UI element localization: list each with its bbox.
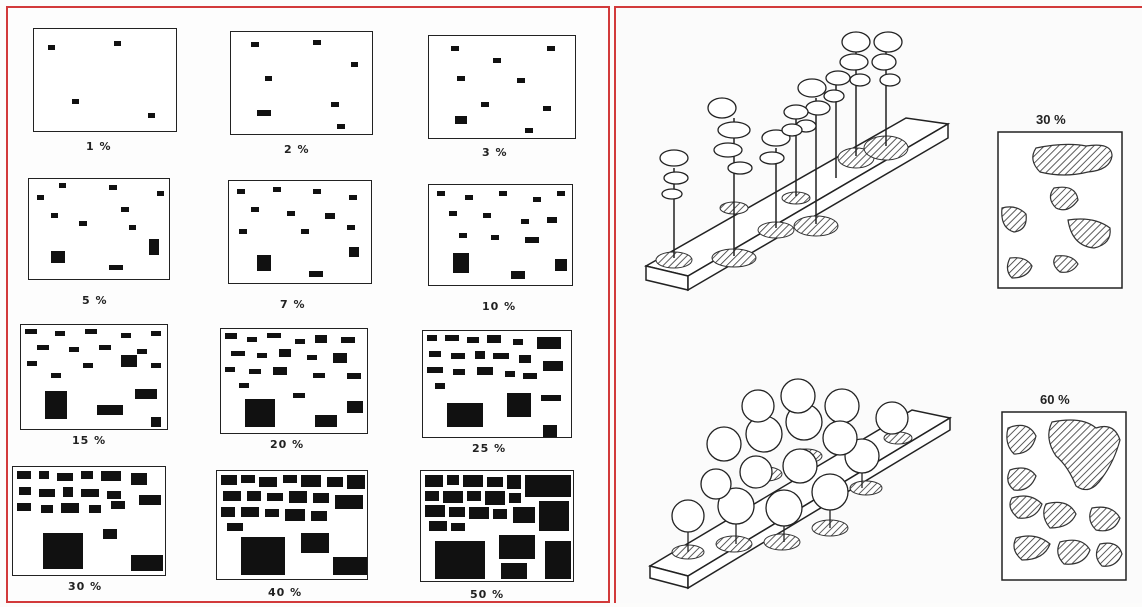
cover-label-3: 3 % bbox=[482, 146, 508, 159]
cover-card-30 bbox=[12, 466, 166, 576]
cover-card-25 bbox=[422, 330, 572, 438]
cover-card-40 bbox=[216, 470, 368, 580]
cover-card-15 bbox=[20, 324, 168, 430]
cover-label-5: 5 % bbox=[82, 294, 108, 307]
cover-label-30: 30 % bbox=[68, 580, 102, 593]
cover-label-25: 25 % bbox=[472, 442, 506, 455]
cover-card-2 bbox=[230, 31, 373, 135]
forest-cover-panel: 30 % bbox=[614, 6, 1142, 603]
cover-label-2: 2 % bbox=[284, 143, 310, 156]
cover-card-20 bbox=[220, 328, 368, 434]
cover-label-7: 7 % bbox=[280, 298, 306, 311]
cover-label-30-right: 30 % bbox=[1036, 112, 1066, 127]
cover-card-7 bbox=[228, 180, 372, 284]
cover-card-5 bbox=[28, 178, 170, 280]
cover-card-50 bbox=[420, 470, 574, 582]
forest-illustrations: 30 % bbox=[616, 8, 1142, 605]
cover-label-20: 20 % bbox=[270, 438, 304, 451]
dense-forest-block bbox=[650, 379, 950, 588]
cover-label-50: 50 % bbox=[470, 588, 504, 601]
crown-cover-plan-60 bbox=[1002, 412, 1126, 580]
cover-card-3 bbox=[428, 35, 576, 139]
cover-label-60-right: 60 % bbox=[1040, 392, 1070, 407]
crown-cover-percent-grid: 1 % 2 % 3 % bbox=[6, 6, 610, 603]
cover-card-10 bbox=[428, 184, 573, 286]
cover-label-15: 15 % bbox=[72, 434, 106, 447]
cover-label-1: 1 % bbox=[86, 140, 112, 153]
cover-label-10: 10 % bbox=[482, 300, 516, 313]
cover-label-40: 40 % bbox=[268, 586, 302, 599]
sparse-forest-block bbox=[646, 32, 948, 290]
cover-card-1 bbox=[33, 28, 177, 132]
crown-cover-plan-30 bbox=[998, 132, 1122, 288]
